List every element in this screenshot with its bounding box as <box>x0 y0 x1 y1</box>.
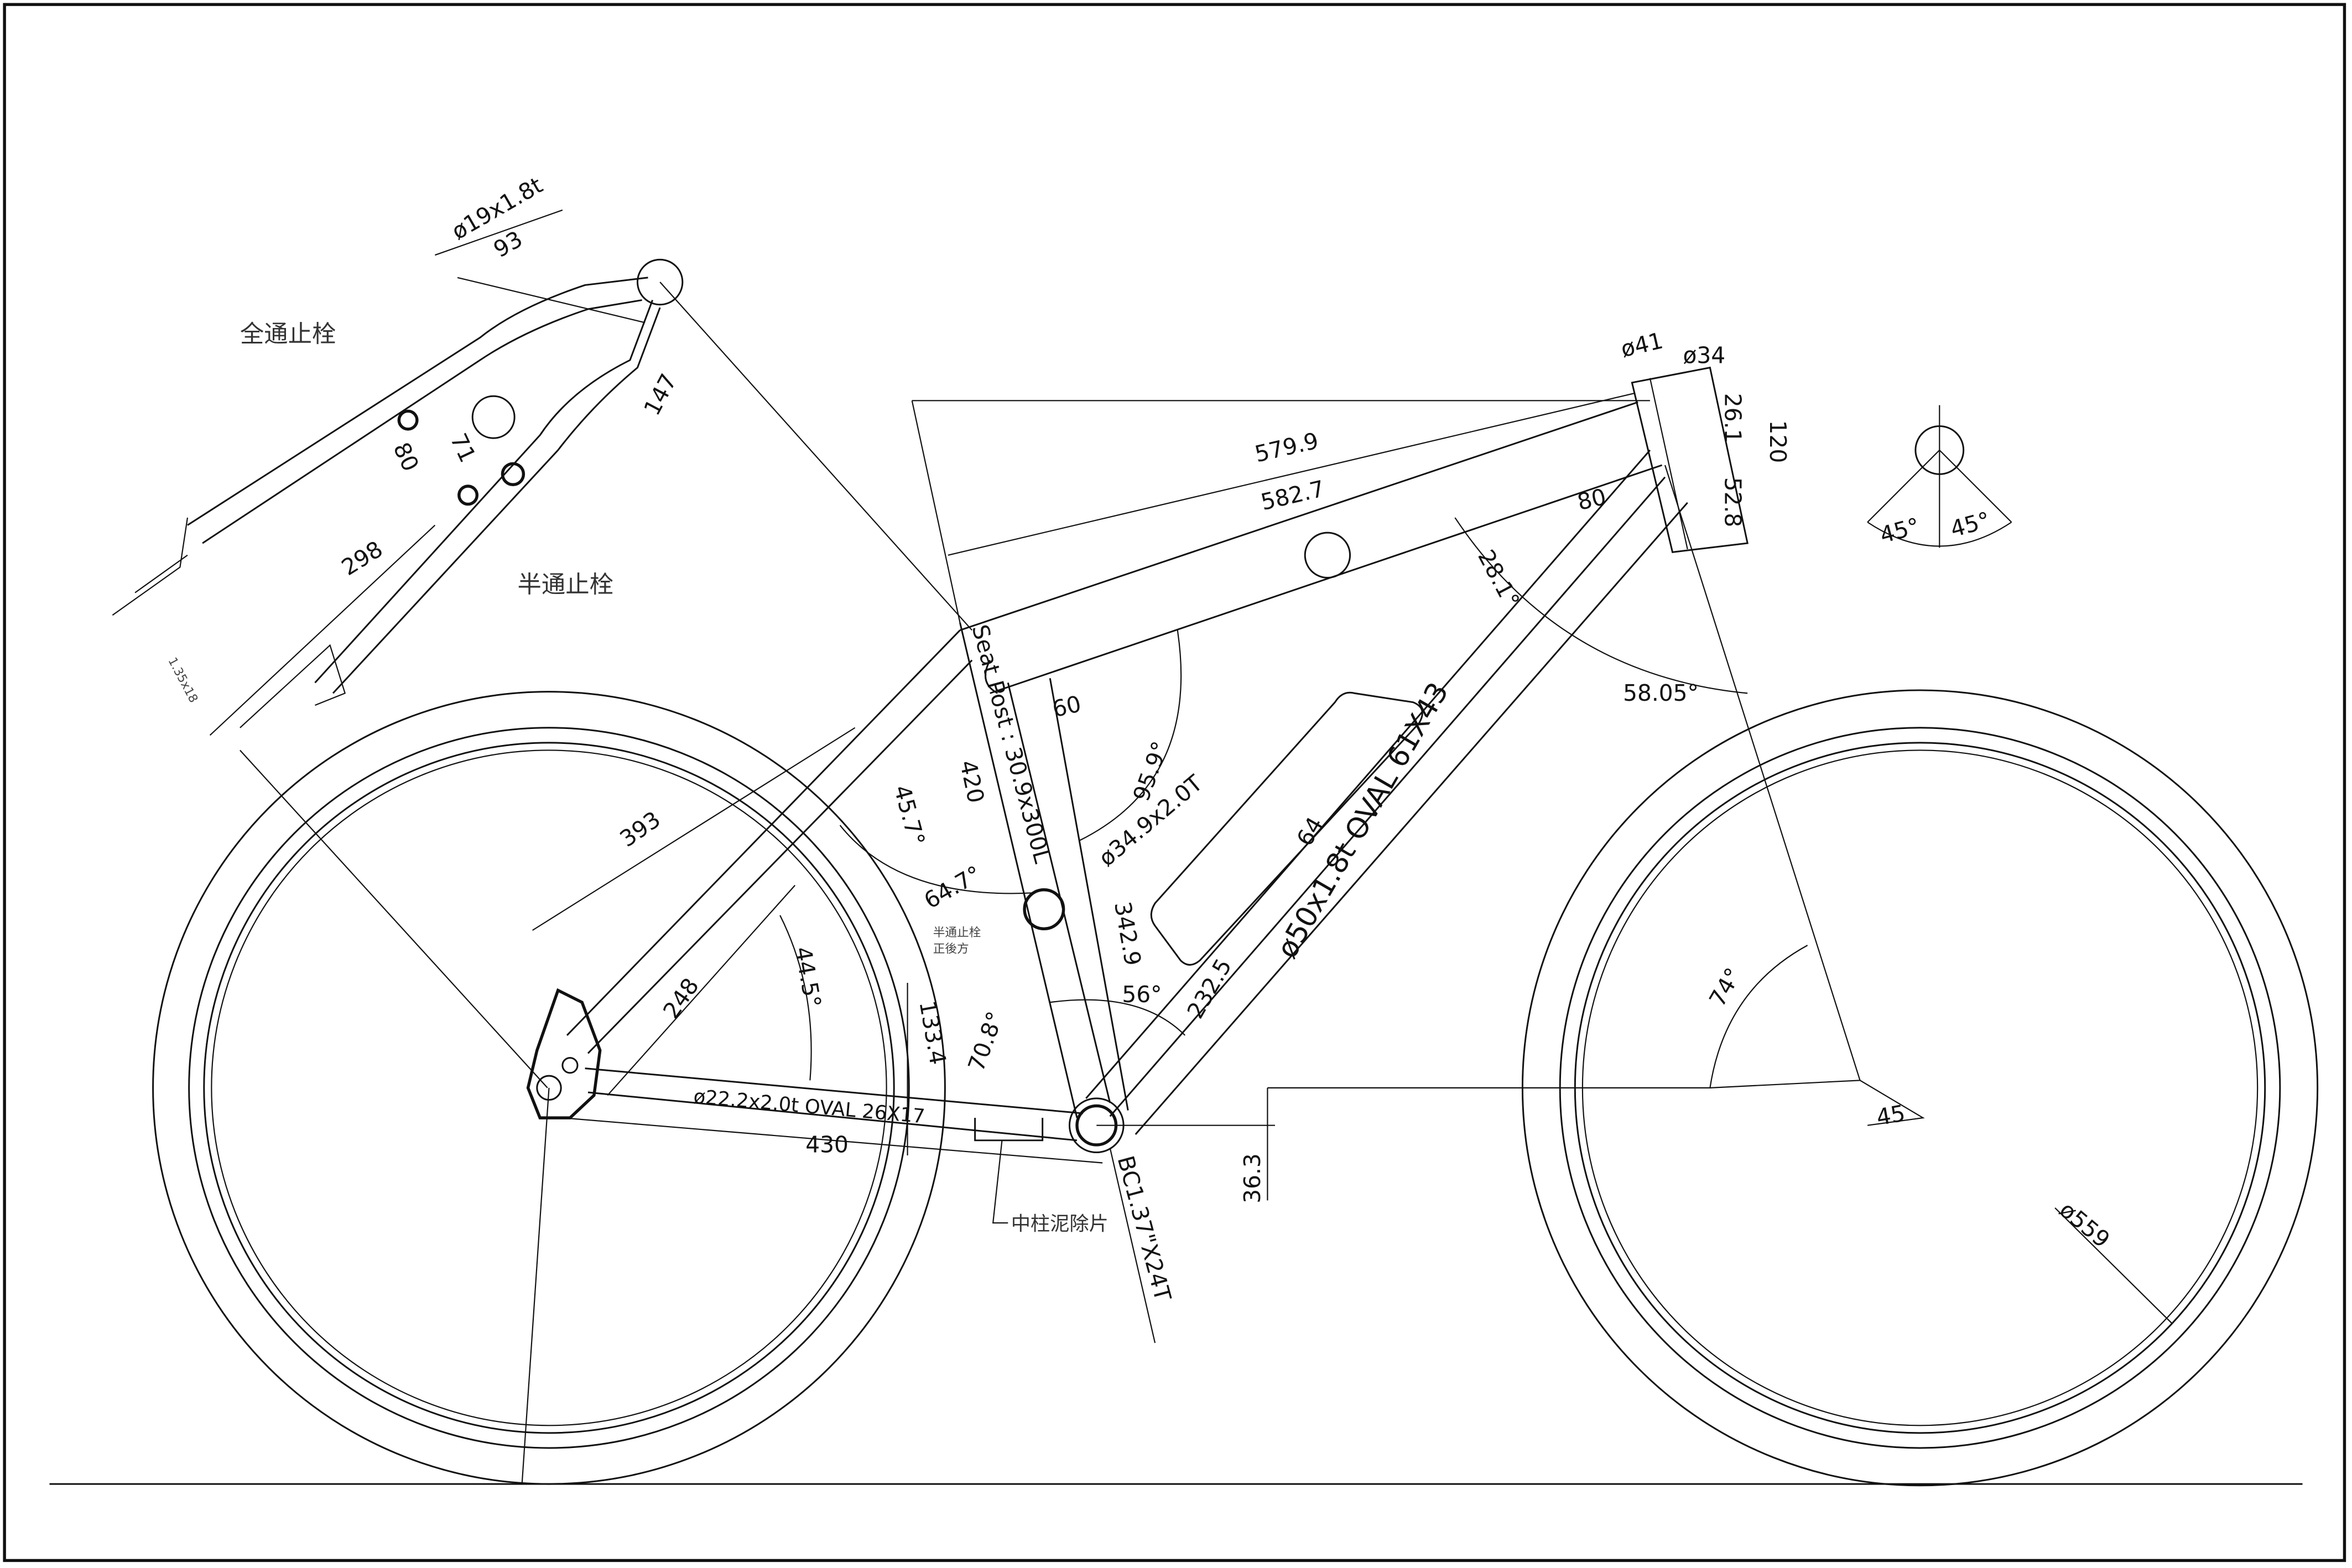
seat-stays <box>566 629 973 1054</box>
frame <box>526 366 1749 1224</box>
dim-60: 60 <box>1050 690 1084 722</box>
chain-stays <box>585 1067 1084 1142</box>
seat-tube <box>959 622 1129 1118</box>
full-stopper-label: 全通止栓 <box>240 321 336 348</box>
down-tube <box>1085 449 1688 1135</box>
head-dim-26-1: 26.1 <box>1719 393 1746 444</box>
top-tube <box>960 401 1663 694</box>
dim-430: 430 <box>805 1132 849 1158</box>
trail-45: 45 <box>1874 1100 1907 1131</box>
rear-rack <box>112 209 973 1088</box>
dimension-lines <box>532 392 1925 1343</box>
half-stopper-rear-line1: 半通止栓 <box>933 926 981 940</box>
battery-cutout <box>1150 691 1423 966</box>
angle-56: 56° <box>1122 981 1162 1008</box>
mudguard-bracket <box>974 1118 1044 1142</box>
head-dim-52-8: 52.8 <box>1719 477 1746 528</box>
head-od-34: ø34 <box>1683 342 1726 369</box>
head-dim-120: 120 <box>1765 420 1791 463</box>
head-tube <box>1631 366 1749 553</box>
drawing-border <box>3 3 2346 1562</box>
half-stopper-label: 半通止栓 <box>518 571 613 599</box>
rear-dropout <box>526 988 602 1119</box>
dim-80-top: 80 <box>1575 483 1609 515</box>
half-stopper-rear-line2: 正後方 <box>933 942 969 956</box>
mud-guard-label: 中柱泥除片 <box>1011 1213 1109 1236</box>
rear-wheel <box>152 691 946 1485</box>
angle-58-05: 58.05° <box>1623 680 1699 706</box>
head-angle-symbol <box>1867 405 2012 548</box>
bb-drop-36-3: 36.3 <box>1239 1153 1266 1204</box>
